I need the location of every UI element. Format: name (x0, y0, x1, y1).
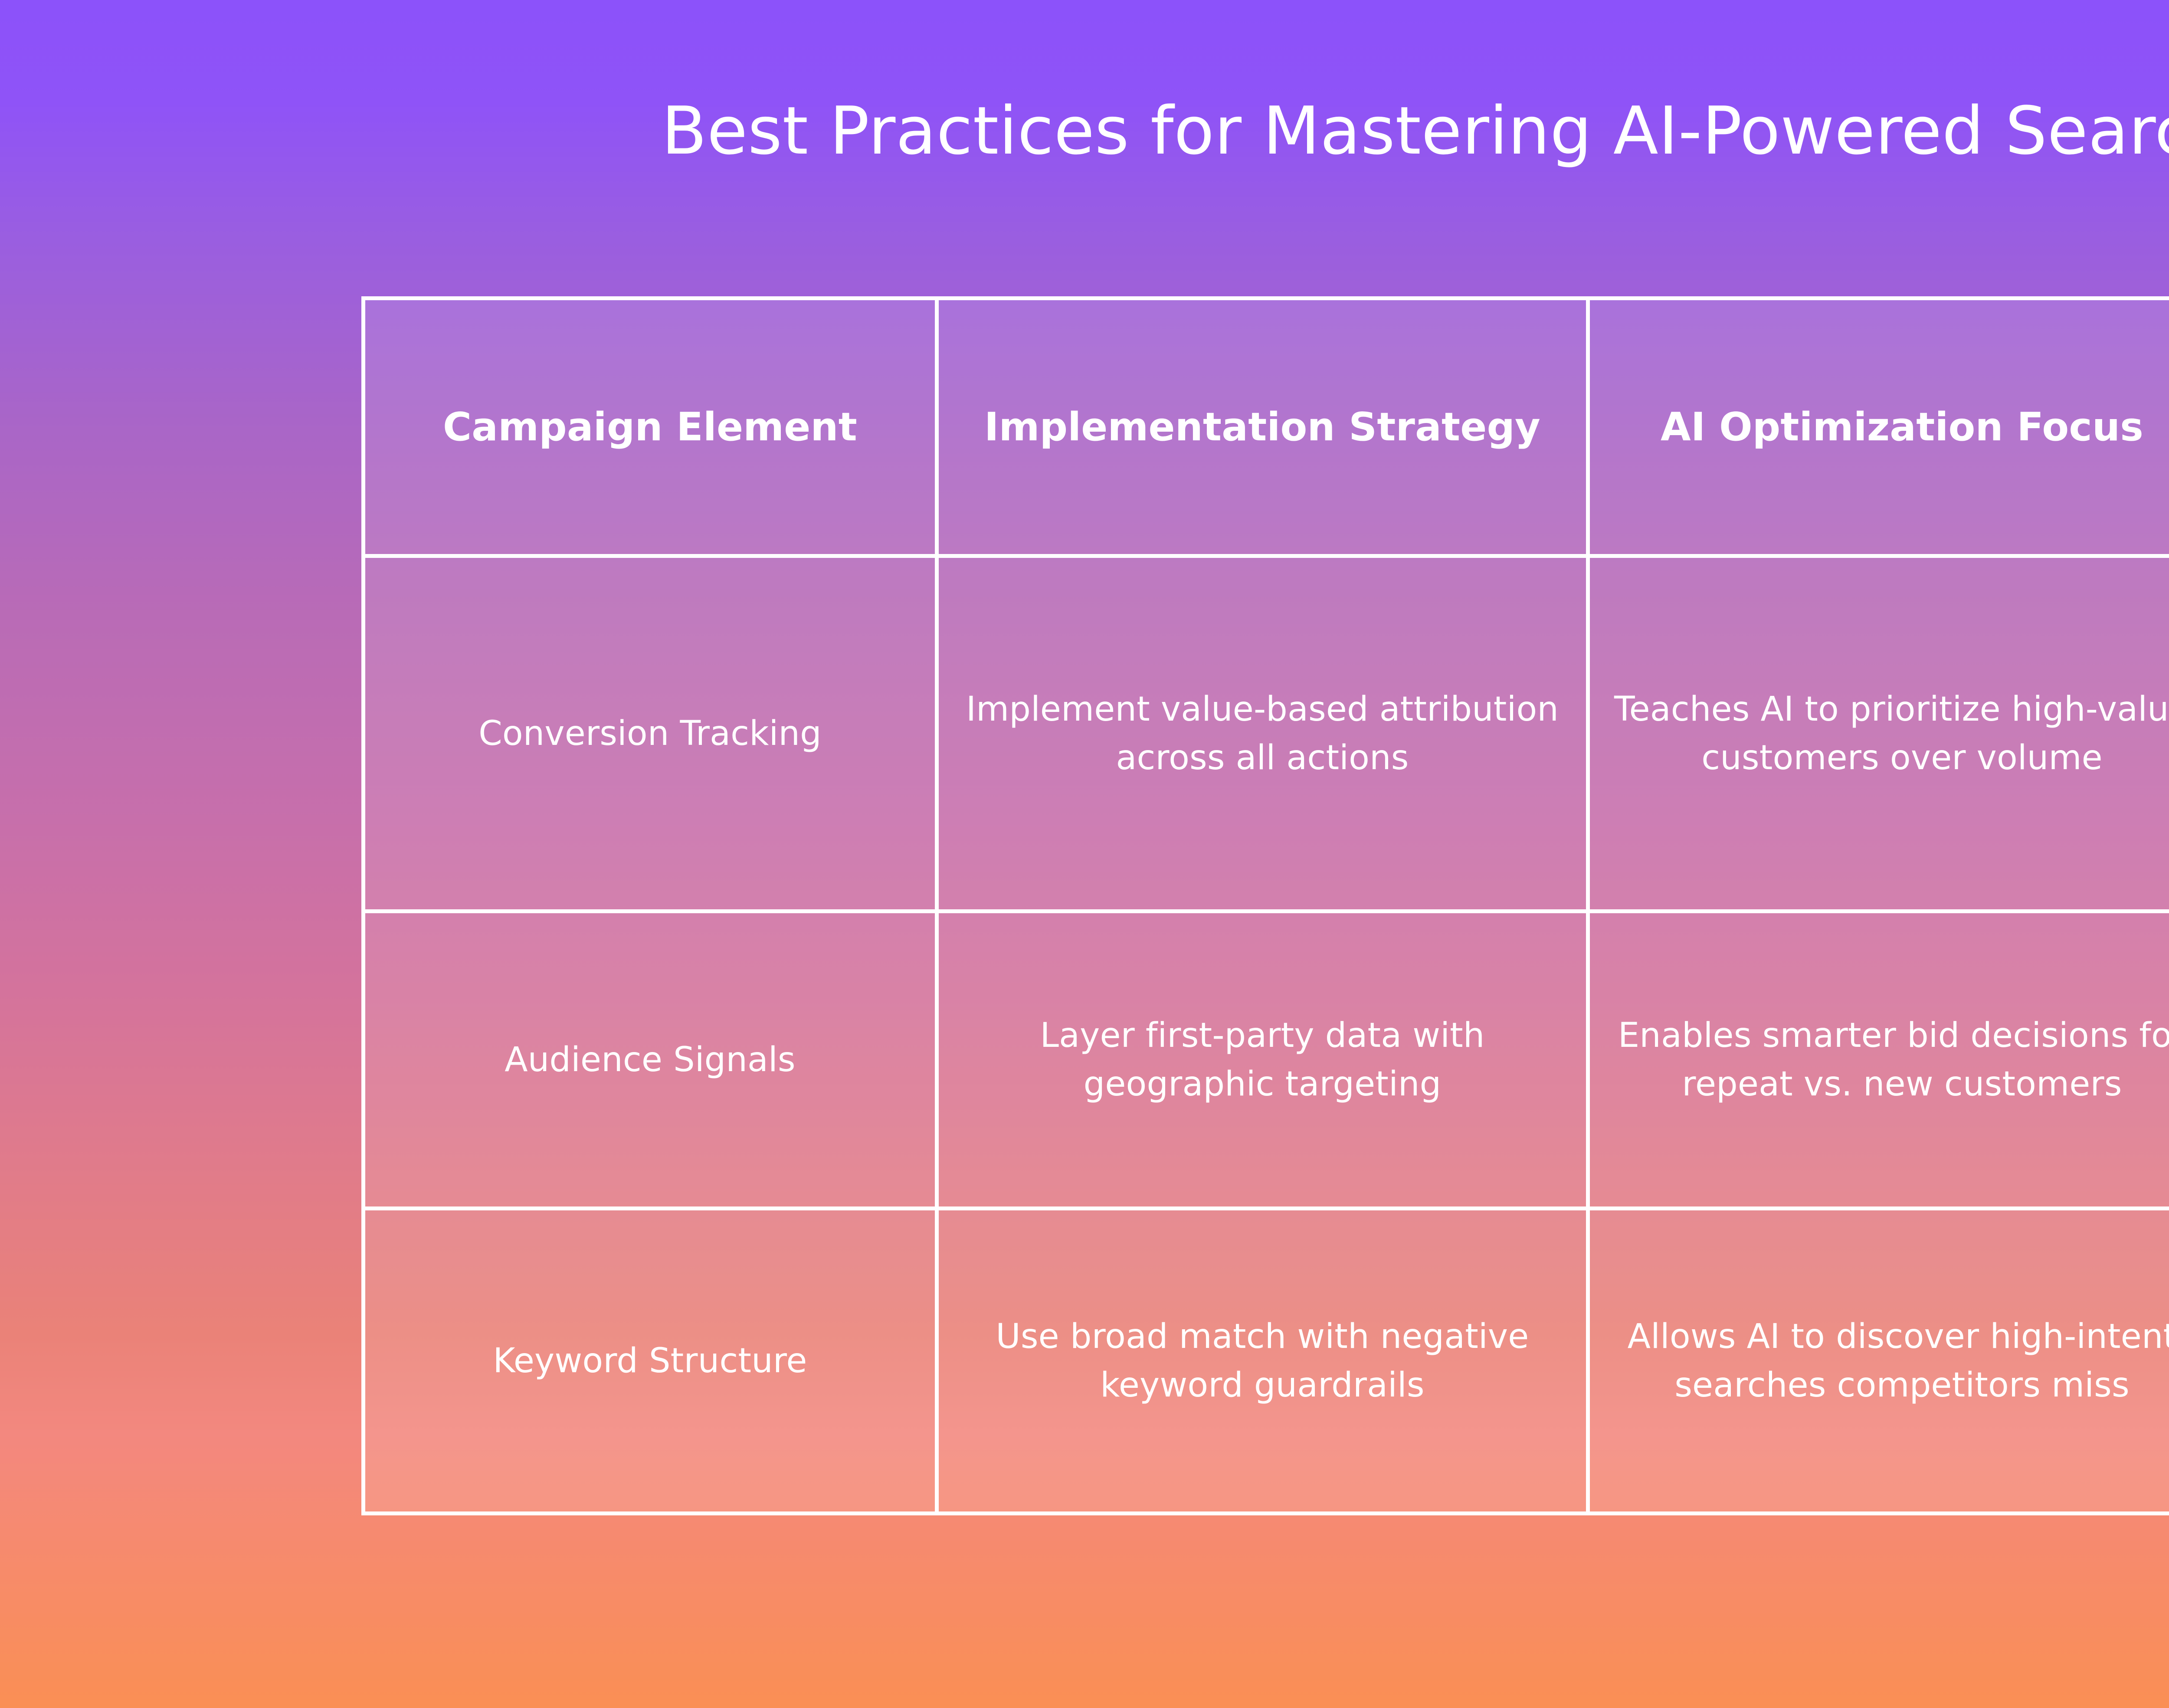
column-header-ai-optimization-focus: AI Optimization Focus (1586, 300, 2169, 554)
cell-text: Audience Signals (505, 1040, 796, 1080)
page-title: Best Practices for Mastering AI-Powered … (662, 92, 2169, 169)
cell-text: Teaches AI to prioritize high-value cust… (1614, 689, 2169, 778)
cell-text: Allows AI to discover high-intent search… (1627, 1317, 2169, 1405)
best-practices-table: Campaign Element Implementation Strategy… (361, 296, 2169, 1515)
cell-text: Use broad match with negative keyword gu… (996, 1317, 1529, 1405)
cell-text: Keyword Structure (493, 1341, 807, 1380)
column-header-label: Implementation Strategy (984, 404, 1541, 450)
cell-implementation-strategy: Layer first-party data with geographic t… (935, 913, 1586, 1207)
cell-implementation-strategy: Use broad match with negative keyword gu… (935, 1210, 1586, 1511)
cell-ai-optimization-focus: Allows AI to discover high-intent search… (1586, 1210, 2169, 1511)
cell-implementation-strategy: Implement value-based attribution across… (935, 557, 1586, 910)
table-row: Conversion Tracking Implement value-base… (365, 554, 2169, 910)
cell-campaign-element: Audience Signals (365, 913, 935, 1207)
cell-campaign-element: Conversion Tracking (365, 557, 935, 910)
table-header-row: Campaign Element Implementation Strategy… (365, 300, 2169, 554)
cell-ai-optimization-focus: Enables smarter bid decisions for repeat… (1586, 913, 2169, 1207)
cell-text: Implement value-based attribution across… (966, 689, 1559, 778)
column-header-implementation-strategy: Implementation Strategy (935, 300, 1586, 554)
cell-text: Enables smarter bid decisions for repeat… (1618, 1016, 2169, 1104)
cell-text: Layer first-party data with geographic t… (1040, 1016, 1485, 1104)
column-header-label: Campaign Element (443, 404, 857, 450)
table-row: Keyword Structure Use broad match with n… (365, 1206, 2169, 1511)
cell-text: Conversion Tracking (478, 714, 822, 753)
column-header-label: AI Optimization Focus (1661, 404, 2143, 450)
cell-ai-optimization-focus: Teaches AI to prioritize high-value cust… (1586, 557, 2169, 910)
cell-campaign-element: Keyword Structure (365, 1210, 935, 1511)
column-header-campaign-element: Campaign Element (365, 300, 935, 554)
table-row: Audience Signals Layer first-party data … (365, 909, 2169, 1207)
